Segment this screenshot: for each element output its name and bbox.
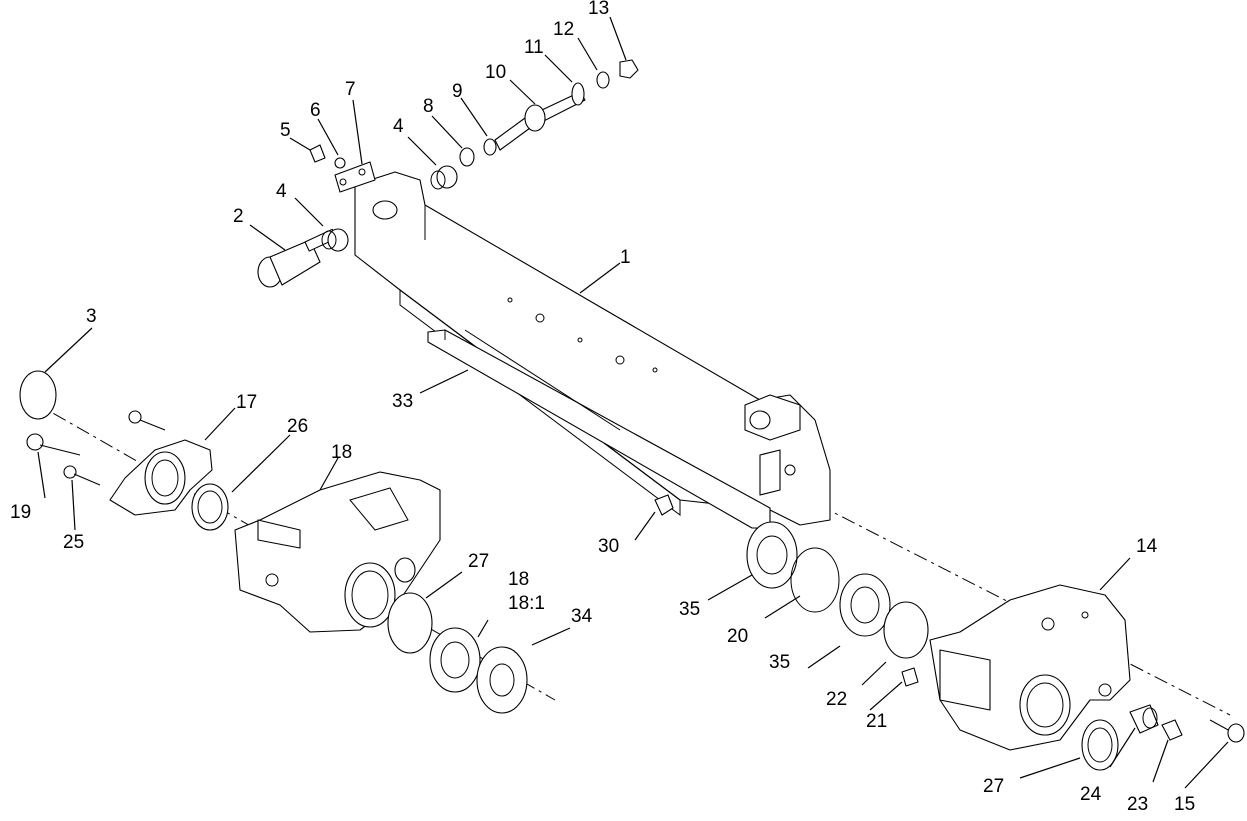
callout-27-right: 27 xyxy=(983,776,1004,797)
ring-part-8 xyxy=(459,147,475,167)
o-ring-part-23 xyxy=(883,601,929,659)
screw-part-5 xyxy=(309,144,326,163)
callout-27-left: 26 xyxy=(287,416,308,437)
o-ring-part-30 xyxy=(387,592,433,654)
bearing-part-18-right xyxy=(839,573,891,637)
callout-15: 15 xyxy=(1174,794,1195,815)
callout-33: 30 xyxy=(598,536,619,557)
callout-10: 10 xyxy=(485,62,506,83)
washer-part-11 xyxy=(571,82,585,106)
bolt-part-15 xyxy=(1209,719,1245,743)
bearing-part-18-left xyxy=(429,627,481,693)
callout-4-lower: 4 xyxy=(276,181,287,202)
callout-4-upper: 4 xyxy=(393,116,404,137)
seal-part-35-left xyxy=(476,646,528,714)
callout-9: 9 xyxy=(452,81,463,102)
callout-23: 22 xyxy=(826,689,847,710)
nut-part-33 xyxy=(654,494,674,516)
callout-1: 1 xyxy=(620,247,631,268)
ring-part-9 xyxy=(483,138,497,156)
callout-labels: 1 2 3 4 4 5 6 7 8 9 10 11 12 13 14 15 17… xyxy=(10,0,1195,815)
callout-18-left-ratio: 18:1 xyxy=(508,593,545,614)
plug-part-22 xyxy=(901,667,919,687)
callout-12: 12 xyxy=(553,19,574,40)
gear-case-part-14 xyxy=(929,584,1131,751)
callout-5: 5 xyxy=(280,120,291,141)
bolt-part-26 xyxy=(63,465,101,486)
callout-18-left: 18 xyxy=(508,569,529,590)
callout-25: 24 xyxy=(1080,784,1102,805)
callout-34: 33 xyxy=(392,391,413,412)
seal-part-27-left xyxy=(191,483,229,531)
seal-part-35-right xyxy=(746,521,798,589)
bolt-part-20 xyxy=(26,433,81,456)
callout-8: 8 xyxy=(423,96,434,117)
callout-35-left: 34 xyxy=(571,606,593,627)
spring-washer-part-12 xyxy=(596,71,610,89)
spacer-part-25 xyxy=(1129,704,1159,734)
plate-part-7 xyxy=(334,161,376,193)
bushing-part-24 xyxy=(1161,719,1183,741)
seal-part-27-right xyxy=(1081,719,1119,771)
nut-part-13 xyxy=(619,59,639,79)
callout-24: 23 xyxy=(1127,794,1148,815)
washer-part-6 xyxy=(334,157,346,169)
gear-case-part-19 xyxy=(234,471,441,633)
callout-2: 2 xyxy=(233,206,244,227)
pinion-shaft-part-2 xyxy=(257,228,337,288)
frame-beam-part-1 xyxy=(354,171,831,526)
callout-26: 25 xyxy=(63,532,84,553)
callout-7: 7 xyxy=(345,79,356,100)
snap-ring-part-21 xyxy=(790,547,840,613)
callout-30: 27 xyxy=(468,551,489,572)
callout-11: 11 xyxy=(524,37,544,58)
callout-35-right: 35 xyxy=(679,599,700,620)
callout-13: 13 xyxy=(588,0,609,19)
callout-14: 14 xyxy=(1136,536,1158,557)
bearing-housing-part-17 xyxy=(109,439,213,516)
callout-3: 3 xyxy=(86,306,97,327)
callout-6: 6 xyxy=(310,100,321,121)
callout-18-right: 35 xyxy=(769,652,790,673)
callout-21: 20 xyxy=(727,626,748,647)
callout-19: 18 xyxy=(331,442,352,463)
bolt-top-part-17 xyxy=(128,410,166,431)
leader-lines xyxy=(37,16,1229,789)
callout-20: 19 xyxy=(10,502,31,523)
callout-22: 21 xyxy=(866,711,887,732)
callout-17: 17 xyxy=(236,392,257,413)
seal-ring-part-3 xyxy=(19,370,57,420)
right-axis-centerline xyxy=(769,479,1231,716)
shaft-part-10 xyxy=(494,91,586,151)
bushing-part-4-lower xyxy=(321,228,349,252)
bushing-part-4-upper xyxy=(430,165,458,190)
